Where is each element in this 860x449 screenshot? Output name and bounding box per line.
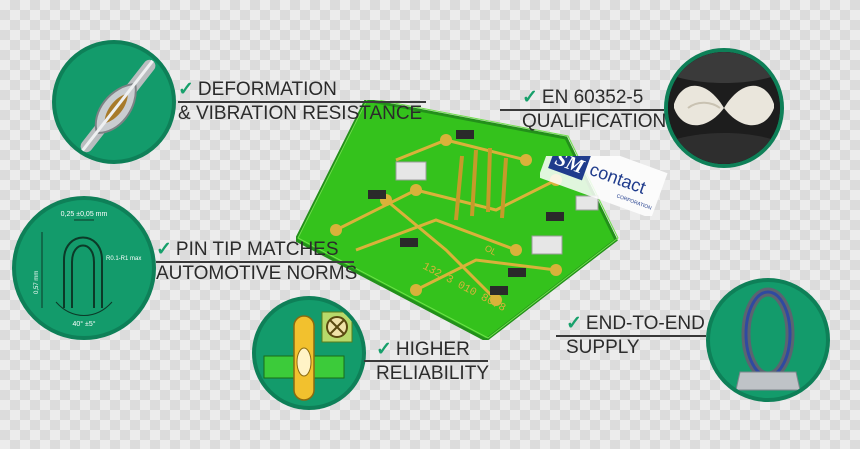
feature-line: DEFORMATION xyxy=(197,79,337,100)
check-icon: ✓ xyxy=(566,313,582,334)
deformation-pin-photo xyxy=(52,40,176,164)
feature-deformation: ✓DEFORMATION & VIBRATION RESISTANCE xyxy=(178,78,422,126)
pin-length-label: 0,57 mm xyxy=(34,271,40,294)
feature-pin-tip: ✓PIN TIP MATCHES AUTOMOTIVE NORMS xyxy=(156,238,357,286)
feature-line: QUALIFICATION xyxy=(522,111,667,132)
pin-radius-label: R0.1-R1 max xyxy=(106,256,141,262)
feature-divider xyxy=(556,335,706,337)
feature-qualification: ✓EN 60352-5 QUALIFICATION xyxy=(522,86,666,134)
check-icon: ✓ xyxy=(156,239,172,260)
feature-supply: ✓END-TO-END SUPPLY xyxy=(566,312,705,360)
pin-tip-diagram: 0,25 ±0,05 mm R0.1-R1 max 0,57 mm 40° ±5… xyxy=(12,196,156,340)
feature-line: & VIBRATION RESISTANCE xyxy=(178,103,423,124)
feature-divider xyxy=(364,360,488,362)
feature-line: PIN TIP MATCHES xyxy=(175,239,339,260)
feature-line: SUPPLY xyxy=(566,337,640,358)
feature-divider xyxy=(156,261,354,263)
pcb-board: OL 132/3 010 8078 xyxy=(296,100,676,340)
feature-line: HIGHER xyxy=(395,339,470,360)
pin-angle-label: 40° ±5° xyxy=(72,320,95,328)
supply-reel-photo xyxy=(706,278,830,402)
feature-line: RELIABILITY xyxy=(376,363,489,384)
check-icon: ✓ xyxy=(178,79,194,100)
feature-line: EN 60352-5 xyxy=(541,87,644,108)
feature-line: AUTOMOTIVE NORMS xyxy=(156,263,358,284)
company-logo: SM contact CORPORATION xyxy=(540,156,690,216)
feature-divider xyxy=(500,109,664,111)
reliability-pin-illustration xyxy=(252,296,366,410)
check-icon: ✓ xyxy=(376,339,392,360)
check-icon: ✓ xyxy=(522,87,538,108)
feature-line: END-TO-END xyxy=(585,313,705,334)
feature-divider xyxy=(178,101,426,103)
feature-reliability: ✓HIGHER RELIABILITY xyxy=(376,338,489,386)
qualification-sample-photo xyxy=(664,48,784,168)
pin-width-label: 0,25 ±0,05 mm xyxy=(61,211,108,218)
pcb-ol-mark: OL xyxy=(483,243,498,257)
